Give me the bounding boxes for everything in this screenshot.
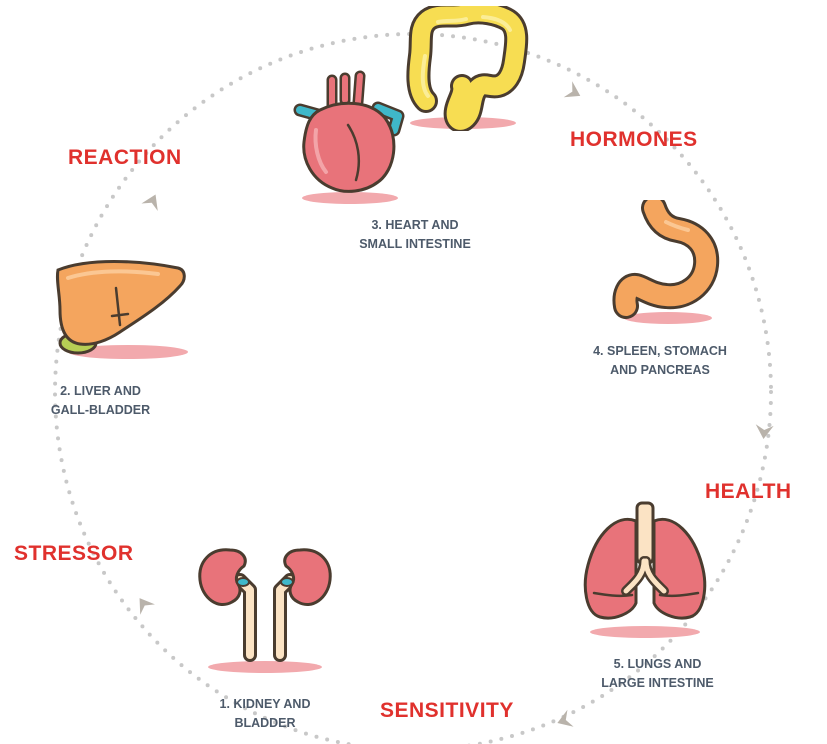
arrow-icon (564, 81, 585, 103)
arrow-icon (132, 593, 155, 615)
stage-label-health: HEALTH (705, 481, 792, 502)
caption-line: 4. SPLEEN, STOMACH (585, 342, 735, 361)
arrow-icon (554, 710, 573, 732)
caption-line: 1. KIDNEY AND (210, 695, 320, 714)
caption-line: LARGE INTESTINE (595, 674, 720, 693)
stage-label-stressor: STRESSOR (14, 543, 134, 564)
caption-line: SMALL INTESTINE (355, 235, 475, 254)
large-intestine-icon (398, 6, 538, 131)
caption-spleen: 4. SPLEEN, STOMACH AND PANCREAS (585, 342, 735, 380)
stage-label-sensitivity: SENSITIVITY (380, 700, 514, 721)
caption-line: 2. LIVER AND (48, 382, 153, 401)
caption-line: 3. HEART AND (355, 216, 475, 235)
caption-line: AND PANCREAS (585, 361, 735, 380)
arrow-icon (141, 191, 163, 211)
caption-line: GALL-BLADDER (48, 401, 153, 420)
lungs-icon (578, 495, 713, 640)
caption-line: BLADDER (210, 714, 320, 733)
caption-kidney: 1. KIDNEY AND BLADDER (210, 695, 320, 733)
liver-icon (48, 250, 193, 360)
caption-liver: 2. LIVER AND GALL-BLADDER (48, 382, 153, 420)
stage-label-reaction: REACTION (68, 147, 182, 168)
stage-label-hormones: HORMONES (570, 129, 698, 150)
kidney-icon (190, 540, 340, 675)
caption-heart: 3. HEART AND SMALL INTESTINE (355, 216, 475, 254)
heart-icon (290, 70, 410, 205)
arrow-icon (755, 424, 774, 440)
caption-line: 5. LUNGS AND (595, 655, 720, 674)
stomach-icon (610, 200, 720, 325)
caption-lungs: 5. LUNGS AND LARGE INTESTINE (595, 655, 720, 693)
